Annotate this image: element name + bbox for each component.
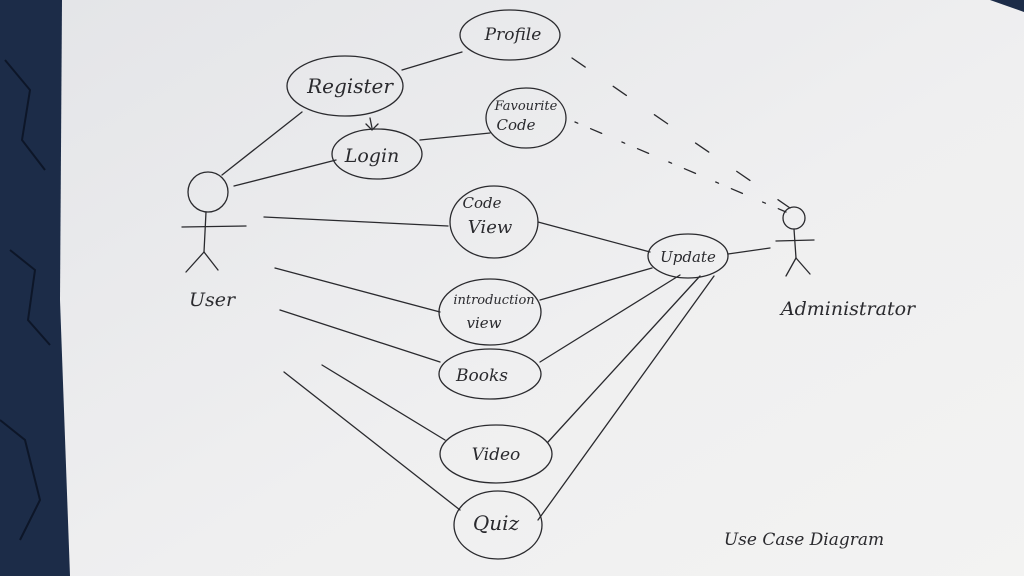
favourite-code-label-line2: Code bbox=[497, 116, 536, 134]
quiz-label: Quiz bbox=[473, 511, 520, 535]
profile-label: Profile bbox=[484, 25, 542, 45]
use-case-books bbox=[438, 348, 542, 400]
use-case-register bbox=[286, 55, 404, 117]
use-case-favourite-code bbox=[485, 87, 567, 149]
arrow-register-login bbox=[369, 117, 373, 129]
use-case-profile bbox=[459, 9, 561, 61]
favourite-code-label-line1: Favourite bbox=[494, 99, 558, 114]
line-update-administrator bbox=[727, 247, 771, 255]
paper-sheet bbox=[60, 0, 1024, 576]
line-books-update bbox=[539, 274, 681, 363]
line-user-books bbox=[279, 309, 441, 363]
actor-user-figure bbox=[181, 171, 247, 273]
line-user-quiz bbox=[283, 371, 461, 511]
update-label: Update bbox=[660, 248, 716, 266]
use-case-code-view bbox=[449, 185, 539, 259]
use-case-quiz bbox=[453, 490, 543, 560]
line-video-update bbox=[547, 275, 701, 443]
line-register-profile bbox=[401, 51, 463, 71]
use-case-introduction-view bbox=[438, 278, 542, 346]
actor-administrator-figure bbox=[775, 206, 815, 277]
line-code-view-update bbox=[537, 221, 651, 253]
introduction-view-label-line1: introduction bbox=[453, 293, 534, 308]
arrowhead-register-login bbox=[365, 123, 379, 131]
line-user-login bbox=[233, 159, 337, 187]
introduction-view-label-line2: view bbox=[467, 314, 502, 332]
code-view-label-line1: Code bbox=[463, 194, 502, 212]
books-label: Books bbox=[455, 366, 508, 386]
line-user-code-view bbox=[263, 216, 449, 227]
line-login-favourite-code bbox=[419, 132, 491, 141]
video-label: Video bbox=[472, 445, 521, 465]
actor-user-label: User bbox=[189, 289, 237, 311]
line-user-introduction-view bbox=[274, 267, 441, 313]
login-label: Login bbox=[344, 145, 400, 167]
register-label: Register bbox=[306, 74, 394, 98]
line-user-register bbox=[221, 111, 303, 176]
use-case-video bbox=[439, 424, 553, 484]
code-view-label-line2: View bbox=[468, 217, 513, 238]
actor-administrator-label: Administrator bbox=[779, 298, 917, 320]
use-case-update bbox=[647, 233, 729, 279]
diagram-caption: Use Case Diagram bbox=[724, 530, 884, 550]
line-user-video bbox=[321, 364, 446, 441]
line-quiz-update bbox=[537, 275, 715, 521]
line-introduction-view-update bbox=[539, 267, 653, 301]
use-case-login bbox=[331, 128, 423, 180]
